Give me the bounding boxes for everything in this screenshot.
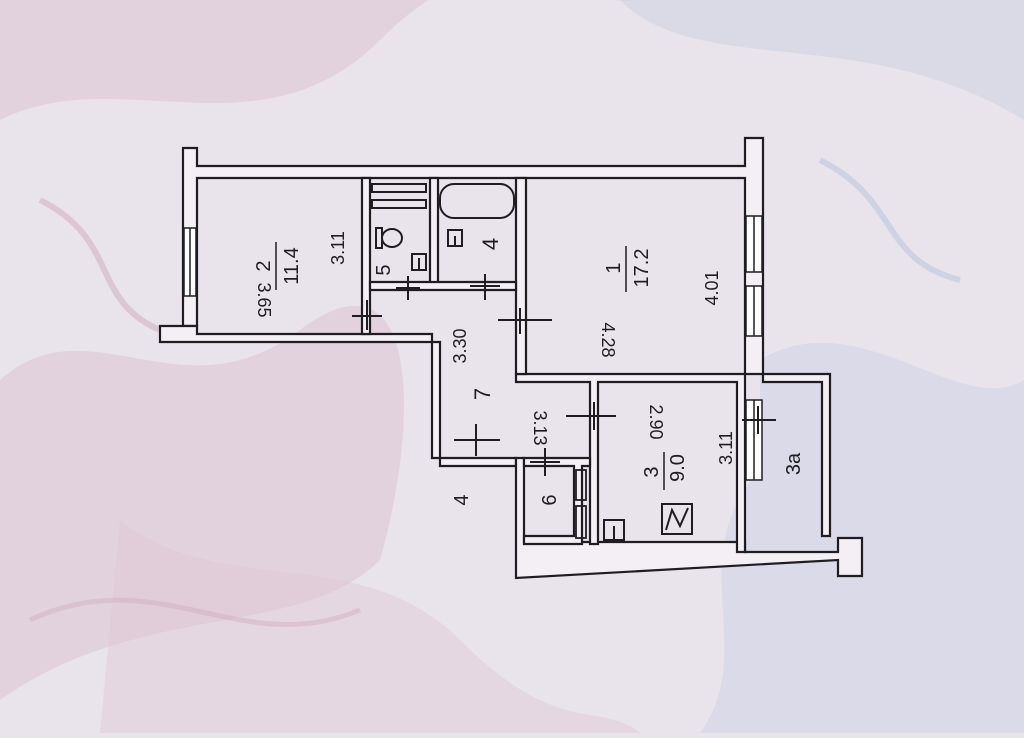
shelves-icon [575,469,587,539]
wall-room2-wc [360,176,372,336]
room-3-dim-b: 2.90 [646,404,666,439]
room-3-labels: 2.90 3 9.0 3.11 [641,404,736,490]
room-3-area: 9.0 [667,454,689,482]
room-3a-labels: 3a [783,452,805,475]
wall-closet6 [522,456,592,546]
room-4-entry-label: 4 [451,494,473,505]
room-1-number: 1 [603,262,625,273]
room-7-dim-b: 3.13 [530,410,550,445]
stove-icon [603,503,693,541]
room-3-number: 3 [641,466,663,477]
toilet-icon [371,183,427,249]
room-1-labels: 1 17.2 4.01 4.28 [598,246,722,358]
room-7-label: 7 [470,388,495,400]
wall-room1-room3 [514,372,747,554]
room-5-label: 5 [373,264,395,275]
bathtub-icon [439,183,515,247]
room-1-dim-a: 4.01 [702,270,722,305]
room-7-labels: 3.30 7 3.13 [450,328,550,445]
room-4-entry-labels: 4 [451,494,473,505]
walls [158,136,864,580]
room-3a-label: 3a [783,452,805,475]
sink-icon [411,253,427,271]
room-5-labels: 5 [373,264,395,275]
room-2-area: 11.4 [281,247,303,284]
wall-bath-room1 [514,176,528,376]
wall-wc-bath [428,176,440,288]
room-6-labels: 6 [539,494,561,505]
door-marks [352,274,776,476]
room-6-label: 6 [539,494,561,505]
room-4-bath-label: 4 [478,238,503,250]
room-2-number: 2 [253,260,275,271]
room-3-dim-a: 3.11 [716,431,736,465]
room-4-bath-labels: 4 [478,238,503,250]
room-2-dim-b: 3.65 [254,282,274,317]
room-7-dim-a: 3.30 [450,328,470,363]
wall-loggia [761,372,832,538]
room-2-dim-a: 3.11 [328,231,348,265]
windows [183,215,763,481]
room-1-area: 17.2 [631,249,653,288]
room-1-dim-b: 4.28 [598,322,618,357]
room-2-labels: 2 11.4 3.11 3.65 [253,231,348,317]
